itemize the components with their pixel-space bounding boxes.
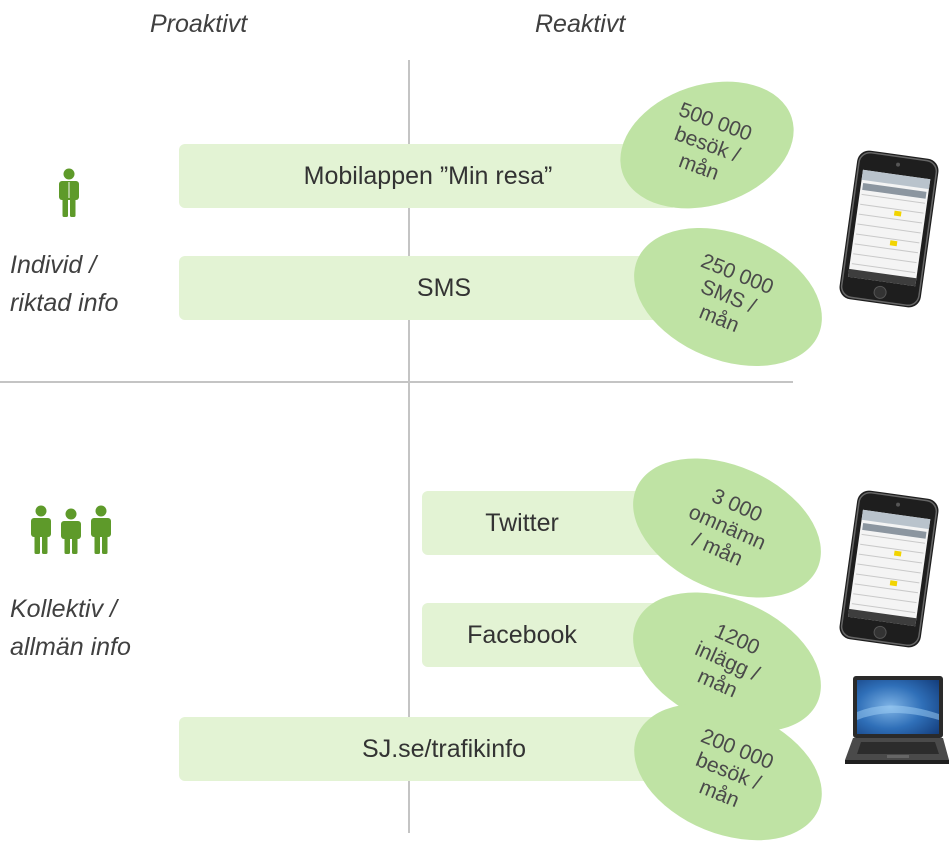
vertical-divider-bottom xyxy=(408,383,410,833)
channel-bar-mobile-app: Mobilappen ”Min resa” xyxy=(179,144,677,208)
horizontal-divider xyxy=(0,381,793,383)
stat-text: 250 000 SMS / mån xyxy=(695,249,777,338)
stat-text: 3 000 omnämn / mån xyxy=(685,484,770,571)
stat-text: 500 000 besök / mån xyxy=(671,98,755,185)
row-label-collective: Kollektiv / allmän info xyxy=(10,595,131,661)
group-icon xyxy=(31,505,111,554)
stat-text: 1200 inlägg / mån xyxy=(691,619,763,703)
vertical-divider-top xyxy=(408,60,410,381)
stat-text: 200 000 besök / mån xyxy=(692,724,777,813)
person-icon xyxy=(59,168,79,217)
laptop-icon xyxy=(845,676,949,764)
stat-oval-sms: 250 000 SMS / mån xyxy=(613,201,843,393)
channel-label: Twitter xyxy=(485,508,559,537)
column-heading-proactive: Proaktivt xyxy=(150,10,248,38)
channel-bar-facebook: Facebook xyxy=(422,603,682,667)
smartphone-icon xyxy=(839,150,939,308)
channel-bar-sj-trafikinfo: SJ.se/trafikinfo xyxy=(179,717,709,781)
smartphone-icon xyxy=(839,490,939,648)
channel-label: Facebook xyxy=(467,620,577,649)
channel-label: SJ.se/trafikinfo xyxy=(362,734,526,763)
channel-label: SMS xyxy=(416,273,472,302)
row-label-individual: Individ / riktad info xyxy=(10,251,119,317)
channel-label: Mobilappen ”Min resa” xyxy=(303,161,553,190)
column-heading-reactive: Reaktivt xyxy=(535,10,626,38)
channel-bar-sms: SMS xyxy=(179,256,709,320)
